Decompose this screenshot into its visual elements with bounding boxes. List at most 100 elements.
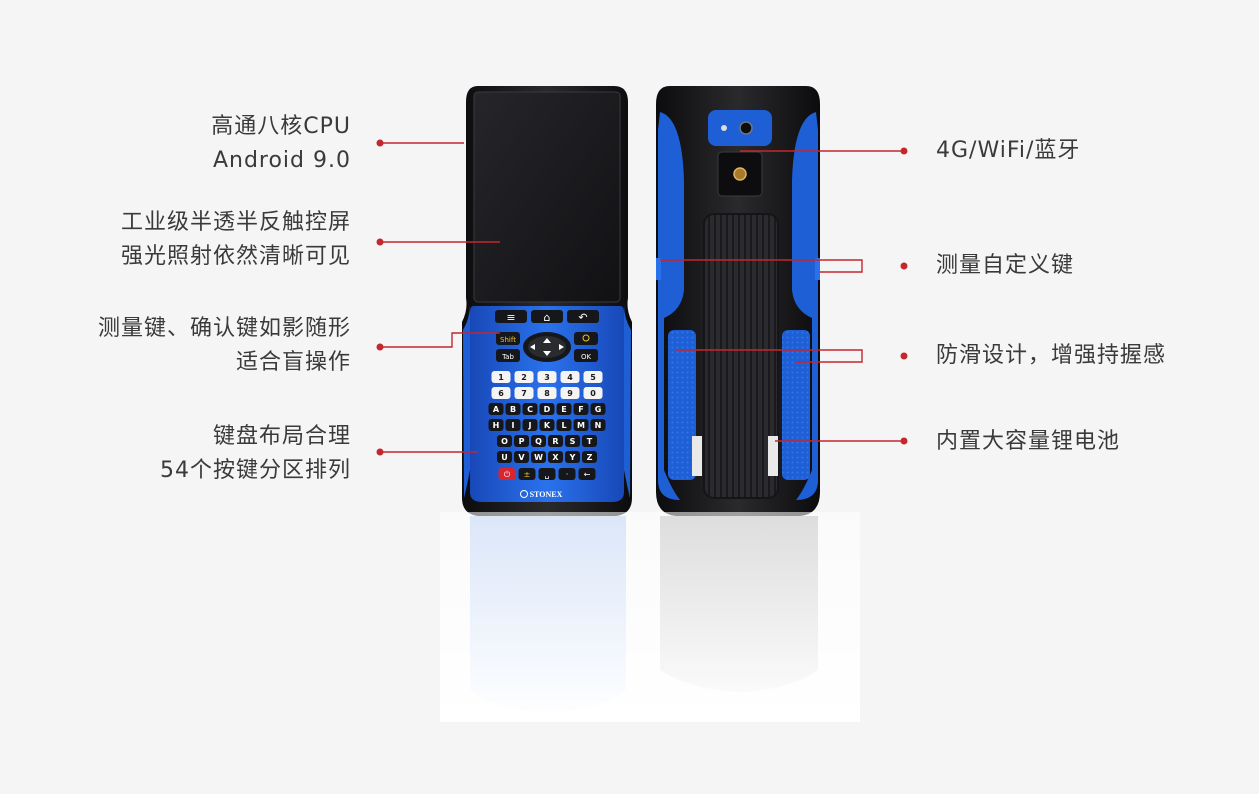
key-b-label: B: [510, 405, 516, 414]
key-q[interactable]: [531, 435, 546, 447]
key-5[interactable]: [583, 371, 603, 383]
key-l[interactable]: [556, 419, 572, 431]
feature-antislip-line1: 防滑设计，增强持握感: [936, 343, 1167, 368]
feature-keyboard: 键盘布局合理 54个按键分区排列: [160, 420, 351, 488]
arrow-right-icon: [559, 344, 564, 350]
key-c[interactable]: [522, 403, 538, 415]
power-key[interactable]: [498, 468, 516, 480]
feature-screen-line1: 工业级半透半反触控屏: [120, 210, 351, 235]
key-t-label: T: [587, 437, 593, 446]
key-w[interactable]: [531, 451, 546, 463]
feature-screen: 工业级半透半反触控屏 强光照射依然清晰可见: [121, 206, 351, 274]
key-z[interactable]: [582, 451, 597, 463]
key-7[interactable]: [514, 387, 534, 399]
dot-key[interactable]: [558, 468, 576, 480]
key-7-label: 7: [521, 389, 527, 398]
key-3-label: 3: [544, 373, 550, 382]
key-g[interactable]: [590, 403, 606, 415]
plus-minus-key[interactable]: [518, 468, 536, 480]
custom-key-left[interactable]: [656, 258, 661, 280]
key-u-label: U: [501, 453, 508, 462]
key-v[interactable]: [514, 451, 529, 463]
key-j[interactable]: [522, 419, 538, 431]
feature-battery-line1: 内置大容量锂电池: [936, 429, 1121, 454]
key-u[interactable]: [497, 451, 512, 463]
key-1-label: 1: [498, 373, 504, 382]
nav-keys: ≡ ⌂ ↶: [495, 310, 599, 324]
callouts: [380, 142, 902, 453]
key-e[interactable]: [556, 403, 572, 415]
back-key[interactable]: [567, 310, 599, 323]
dot-icon: ·: [566, 470, 569, 479]
key-1[interactable]: [491, 371, 511, 383]
back-icon: ↶: [578, 311, 587, 324]
key-y-label: Y: [569, 453, 576, 462]
brand-name: STONEX: [530, 490, 563, 499]
key-k[interactable]: [539, 419, 555, 431]
key-n[interactable]: [590, 419, 606, 431]
key-4[interactable]: [560, 371, 580, 383]
menu-key[interactable]: [495, 310, 527, 323]
key-f-label: F: [578, 405, 583, 414]
key-r[interactable]: [548, 435, 563, 447]
home-icon: ⌂: [544, 311, 551, 324]
key-i[interactable]: [505, 419, 521, 431]
feature-antislip: 防滑设计，增强持握感: [936, 339, 1166, 373]
key-v-label: V: [518, 453, 525, 462]
callout-line-antislip: [676, 349, 863, 363]
shift-key[interactable]: [496, 332, 520, 345]
key-p[interactable]: [514, 435, 529, 447]
power-icon: ⏻: [504, 470, 511, 479]
key-k-label: K: [544, 421, 551, 430]
home-key[interactable]: [531, 310, 563, 323]
feature-cpu: 高通八核CPU Android 9.0: [211, 110, 351, 178]
key-8-label: 8: [544, 389, 550, 398]
ok-key-label: OK: [581, 353, 592, 361]
key-r-label: R: [552, 437, 558, 446]
key-x-label: X: [552, 453, 559, 462]
custom-key-right[interactable]: [815, 258, 820, 280]
key-o[interactable]: [497, 435, 512, 447]
back-label-right: [768, 436, 778, 476]
tab-key[interactable]: [496, 349, 520, 362]
key-d[interactable]: [539, 403, 555, 415]
feature-keys: 测量键、确认键如影随形 适合盲操作: [98, 312, 351, 380]
key-9[interactable]: [560, 387, 580, 399]
key-6[interactable]: [491, 387, 511, 399]
key-y[interactable]: [565, 451, 580, 463]
key-s[interactable]: [565, 435, 580, 447]
dpad[interactable]: [523, 332, 571, 362]
front-screen: [474, 92, 620, 302]
feature-connectivity-line1: 4G/WiFi/蓝牙: [936, 138, 1081, 163]
key-8[interactable]: [537, 387, 557, 399]
key-x[interactable]: [548, 451, 563, 463]
callout-dots: [376, 139, 908, 456]
key-b[interactable]: [505, 403, 521, 415]
key-m-label: M: [577, 421, 585, 430]
ok-key[interactable]: [574, 349, 598, 362]
key-t[interactable]: [582, 435, 597, 447]
key-0[interactable]: [583, 387, 603, 399]
callout-line-custom-key: [660, 259, 863, 273]
key-9-label: 9: [567, 389, 573, 398]
space-key[interactable]: [538, 468, 556, 480]
key-2-label: 2: [521, 373, 527, 382]
key-3[interactable]: [537, 371, 557, 383]
key-f[interactable]: [573, 403, 589, 415]
space-icon: ␣: [544, 470, 549, 479]
key-a[interactable]: [488, 403, 504, 415]
key-2[interactable]: [514, 371, 534, 383]
arrow-down-icon: [543, 351, 551, 356]
camera-icon: [739, 121, 753, 135]
key-m[interactable]: [573, 419, 589, 431]
backspace-key[interactable]: [578, 468, 596, 480]
front-bumper-left: [463, 305, 470, 498]
menu-icon: ≡: [506, 311, 515, 324]
key-d-label: D: [544, 405, 551, 414]
key-h[interactable]: [488, 419, 504, 431]
key-o-label: O: [501, 437, 508, 446]
fingerprint-key[interactable]: [574, 332, 598, 345]
back-device: [656, 86, 820, 516]
scanner-lens-icon: [733, 167, 747, 181]
